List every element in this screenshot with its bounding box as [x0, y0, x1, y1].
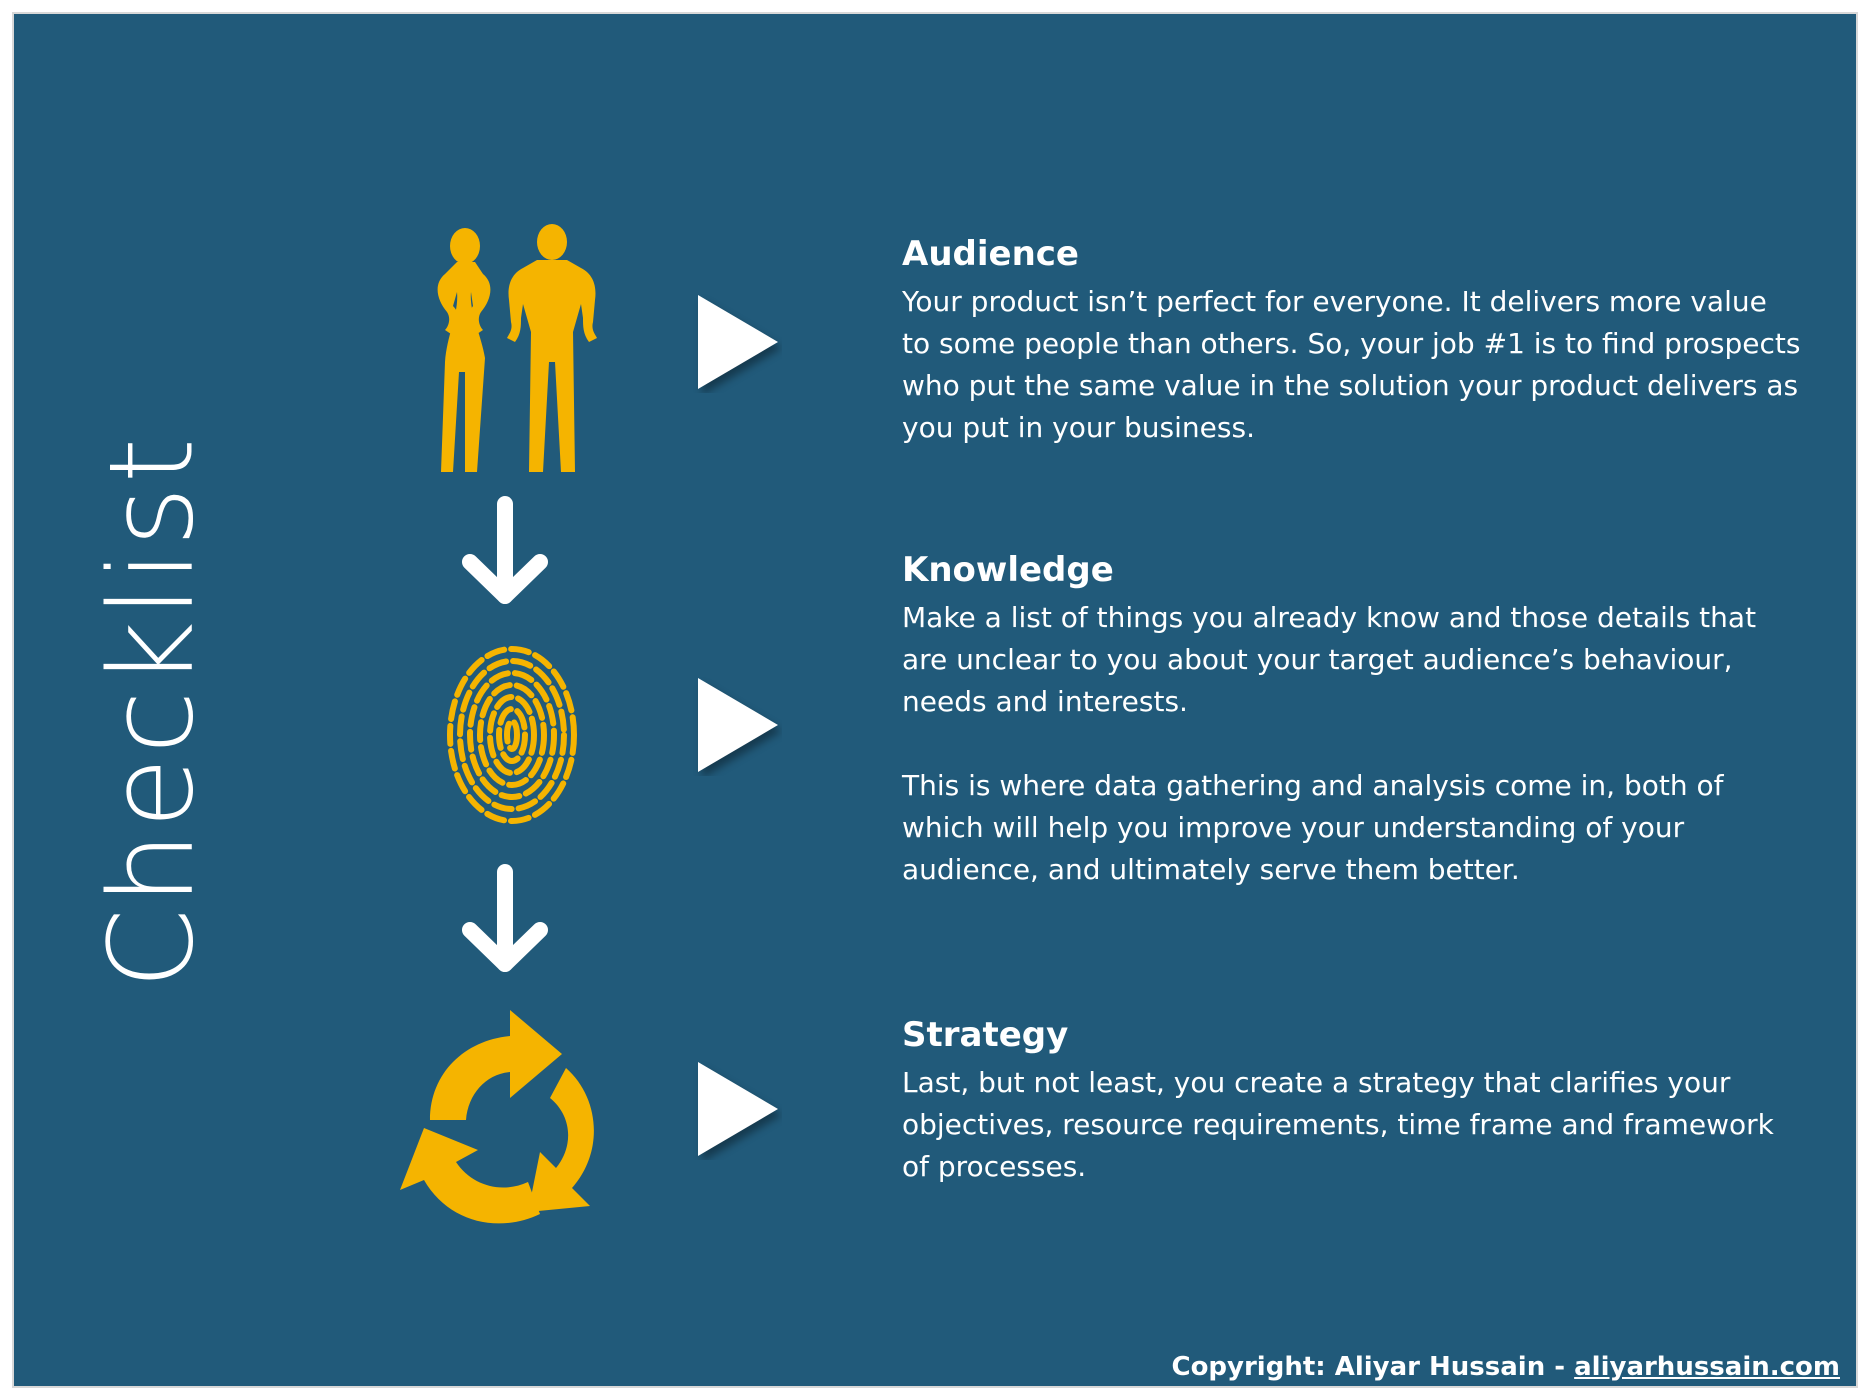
cycle-arrows-icon [400, 1010, 594, 1224]
section-audience: Audience Your product isn’t perfect for … [902, 234, 1802, 449]
section-heading: Audience [902, 234, 1079, 274]
page-title: Checklist [84, 434, 220, 990]
section-text: Last, but not least, you create a strate… [902, 1065, 1774, 1183]
copyright-footer: Copyright: Aliyar Hussain - aliyarhussai… [1171, 1352, 1840, 1382]
pointer-triangle-icon [698, 295, 778, 389]
section-text: Your product isn’t perfect for everyone.… [902, 284, 1801, 444]
section-text: Make a list of things you already know a… [902, 600, 1757, 718]
copyright-link[interactable]: aliyarhussain.com [1574, 1352, 1840, 1382]
pointer-triangle-icon [698, 678, 778, 772]
fingerprint-icon [447, 646, 577, 824]
pointer-triangle-icon [698, 1062, 778, 1156]
section-strategy: Strategy Last, but not least, you create… [902, 1015, 1802, 1188]
copyright-text: Copyright: Aliyar Hussain - [1171, 1352, 1575, 1382]
section-heading: Knowledge [902, 550, 1114, 590]
content-panel: Checklist [12, 12, 1858, 1388]
down-arrow-icon [462, 864, 548, 972]
down-arrow-icon [462, 496, 548, 604]
section-text: This is where data gathering and analysi… [902, 768, 1724, 886]
section-knowledge: Knowledge Make a list of things you alre… [902, 550, 1802, 891]
people-icon [437, 224, 597, 472]
section-heading: Strategy [902, 1015, 1069, 1055]
